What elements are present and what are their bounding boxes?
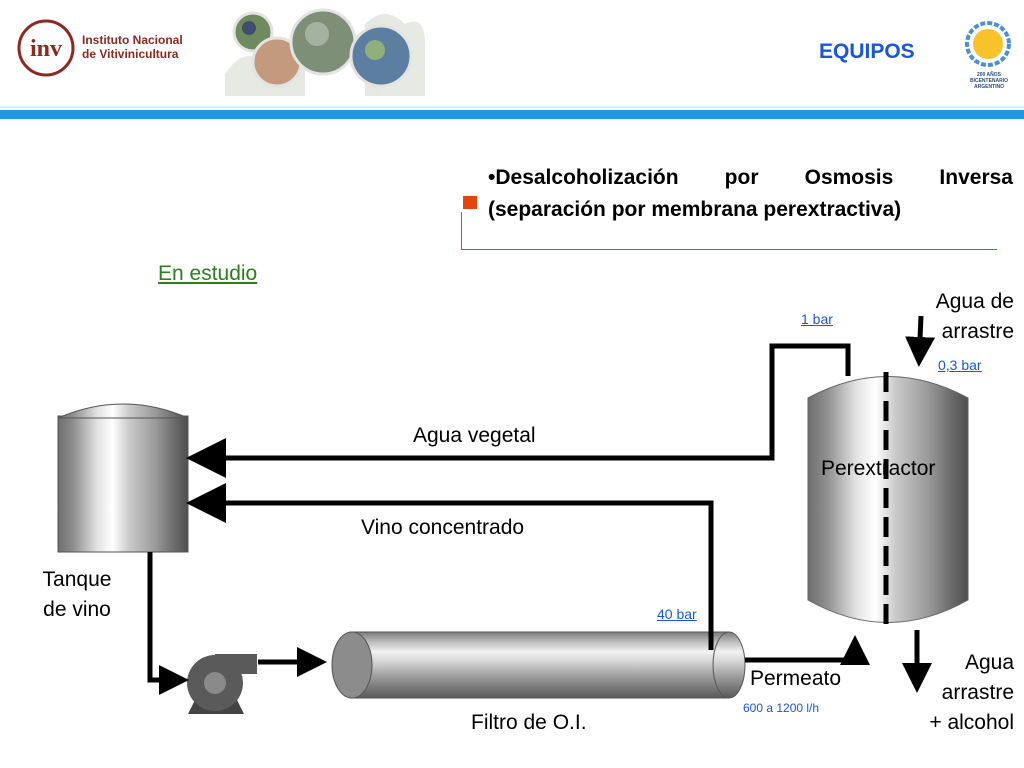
pipe-tank-pump: [147, 552, 189, 695]
photo-collage: [225, 8, 425, 96]
pump-icon: [187, 654, 257, 714]
bullet-vertical-rule: [461, 212, 462, 250]
agua-arrastre-out-line-1: Agua: [964, 651, 1014, 674]
bicentenario-logo: [965, 21, 1011, 67]
agua-arrastre-out-line-3: + alcohol: [929, 711, 1014, 734]
inv-logo-letters: inv: [30, 36, 62, 62]
slide-header: inv Instituto Nacional de Vitivinicultur…: [0, 0, 1024, 112]
flow-rate-label: 600 a 1200 l/h: [743, 701, 820, 715]
agua-arrastre-out-label: Agua arrastre + alcohol: [894, 648, 1014, 738]
pipe-permeato: [745, 635, 870, 665]
pressure-label-top: 1 bar: [801, 311, 833, 327]
agua-vegetal-label: Agua vegetal: [413, 424, 536, 447]
bullet-line-2: (separación por membrana perextractiva): [488, 198, 902, 221]
agua-arrastre-in-line-1: Agua de: [935, 290, 1014, 313]
page-title: EQUIPOS: [819, 40, 915, 63]
pressure-label-inlet: 0,3 bar: [938, 357, 982, 373]
ro-filter: [331, 631, 746, 699]
permeato-label: Permeato: [750, 667, 842, 690]
bullet-square-icon: [463, 196, 477, 209]
pipe-agua-arrastre-in: [905, 315, 936, 367]
institution-name: Instituto Nacional de Vitivinicultura: [82, 33, 183, 61]
bicentenario-line-1: 200 AÑOS: [977, 72, 1001, 78]
pressure-label-filter: 40 bar: [657, 606, 697, 622]
institution-line-2: de Vitivinicultura: [82, 47, 179, 61]
institution-line-1: Instituto Nacional: [82, 33, 183, 47]
inv-logo: inv: [17, 19, 75, 77]
pipes: [147, 315, 936, 695]
bullet-line-1: •Desalcoholización por Osmosis Inversa: [488, 166, 1013, 189]
status-link[interactable]: En estudio: [158, 262, 258, 285]
filter-label: Filtro de O.I.: [471, 711, 587, 734]
pipe-vino-concentrado: [186, 483, 714, 650]
header-stripe: [0, 110, 1024, 119]
bicentenario-line-3: ARGENTINO: [974, 84, 1004, 90]
tank-label: Tanque de vino: [22, 565, 132, 625]
tank-label-line-1: Tanque: [42, 568, 112, 591]
bicentenario-line-2: BICENTENARIO: [969, 78, 1009, 84]
agua-arrastre-in-label: Agua de arrastre: [896, 287, 1014, 347]
perextractor-label: Perextractor: [821, 457, 936, 480]
vino-concentrado-label: Vino concentrado: [361, 516, 525, 539]
tank-label-line-2: de vino: [43, 598, 111, 621]
bicentenario-text: 200 AÑOS BICENTENARIO ARGENTINO: [958, 72, 1020, 90]
perextractor-vessel: [807, 372, 969, 628]
pipe-agua-vegetal: [186, 343, 851, 478]
agua-arrastre-out-line-2: arrastre: [941, 681, 1014, 704]
wine-tank: [57, 403, 189, 553]
header-divider-light: [0, 106, 1024, 108]
bullet-horizontal-rule: [461, 249, 997, 250]
agua-arrastre-in-line-2: arrastre: [941, 320, 1014, 343]
